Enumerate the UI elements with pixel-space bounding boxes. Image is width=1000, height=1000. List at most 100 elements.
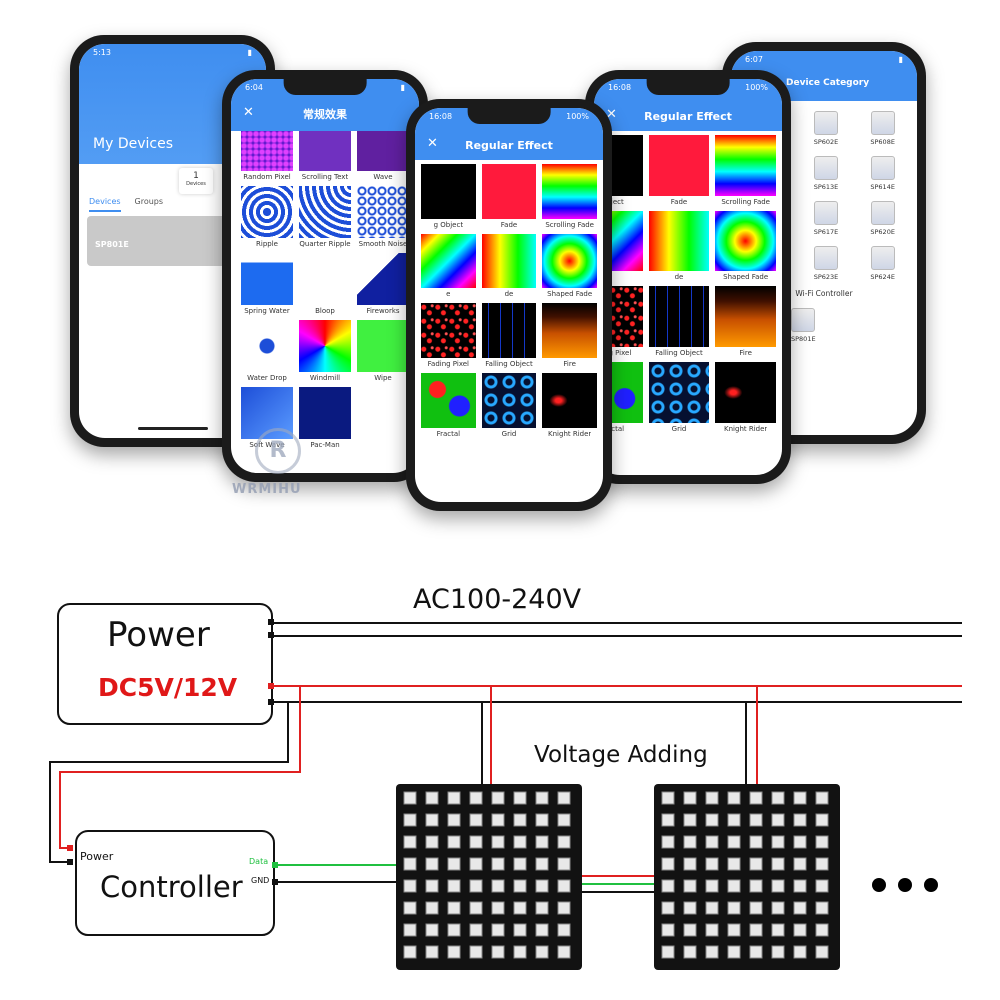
led-pixel [535,791,549,805]
effect-item[interactable]: Fade [481,164,537,232]
effect-item[interactable]: Quarter Ripple [299,186,351,251]
effect-item[interactable]: de [481,233,537,302]
effect-item[interactable]: g Object [421,164,476,232]
led-pixel [771,923,785,937]
effect-item[interactable]: Smooth Noise [357,186,409,251]
led-pixel [727,923,741,937]
led-pixel [513,857,527,871]
device-model-label: SP620E [870,228,895,236]
power-supply-label: Power [107,615,210,655]
section-wifi-controller: Wi-Fi Controller [795,289,853,298]
effect-item[interactable]: Ripple [241,186,293,251]
effect-item[interactable]: Fire [542,303,597,371]
led-pixel [447,945,461,959]
led-pixel [513,879,527,893]
led-pixel [403,945,417,959]
led-pixel [491,879,505,893]
led-pixel [771,901,785,915]
effect-item[interactable]: de [648,210,710,285]
effect-label: Falling Object [485,360,533,369]
effect-label: Fireworks [366,307,400,315]
tab-devices[interactable]: Devices [89,197,121,212]
device-model-label: SP614E [870,183,895,191]
led-pixel [447,791,461,805]
effect-item[interactable]: Spring Water [241,253,293,318]
led-pixel [749,813,763,827]
effect-label: Wave [373,173,393,181]
device-model-label: SP602E [813,138,839,146]
led-pixel [403,857,417,871]
effect-item[interactable]: Fireworks [357,253,409,318]
effect-item[interactable]: Water Drop [241,320,293,385]
led-pixel [749,923,763,937]
led-pixel [727,835,741,849]
device-model-label: SP613E [813,183,839,191]
effect-item[interactable]: Bloop [299,253,351,318]
led-pixel [661,901,675,915]
led-pixel [491,901,505,915]
close-icon[interactable]: ✕ [606,107,617,122]
effect-preview [357,387,409,439]
effect-item[interactable]: Pac-Man [299,387,351,452]
led-pixel [535,945,549,959]
continuation-dot [872,878,886,892]
effect-item[interactable]: Fading Pixel [421,303,476,371]
device-type-item[interactable]: SP620E [854,201,911,236]
effect-item[interactable]: Knight Rider [715,362,776,436]
close-icon[interactable]: ✕ [243,105,254,120]
effect-preview [421,164,476,219]
effect-item[interactable]: Falling Object [481,303,537,371]
device-type-item[interactable]: SP613E [798,156,855,191]
led-pixel [815,791,829,805]
effect-item[interactable]: Fractal [421,373,476,441]
effect-item[interactable]: Windmill [299,320,351,385]
close-icon[interactable]: ✕ [427,136,438,151]
controller-label: Controller [100,870,243,904]
wiring-diagram [49,603,962,970]
led-pixel [491,923,505,937]
controller-ground-feed [49,702,289,863]
led-pixel [491,857,505,871]
device-type-item[interactable]: SP624E [854,246,911,281]
led-pixel [535,813,549,827]
status-battery: 100% [566,112,589,121]
effect-preview [481,164,537,219]
effect-item[interactable]: Grid [481,373,537,441]
remote-control-icon [870,246,895,270]
led-pixel [727,857,741,871]
effect-preview [299,253,351,305]
effect-item[interactable]: Knight Rider [542,373,597,441]
effect-item[interactable]: Shaped Fade [715,210,776,285]
led-pixel [661,923,675,937]
effect-item[interactable]: Falling Object [648,286,710,360]
led-pixel [749,857,763,871]
led-pixel [771,813,785,827]
device-type-item[interactable]: SP602E [798,111,855,146]
tab-groups[interactable]: Groups [134,197,164,206]
effect-item[interactable]: Fade [648,135,710,209]
effect-label: Knight Rider [548,429,592,438]
effect-item[interactable]: e [421,233,476,302]
effect-preview [542,373,597,428]
voltage-adding-label: Voltage Adding [534,742,708,768]
led-pixel [815,901,829,915]
device-type-item[interactable]: SP617E [798,201,855,236]
device-type-item[interactable]: SP801E [791,308,816,343]
effect-item[interactable]: Wipe [357,320,409,385]
effect-item[interactable]: Scrolling Fade [715,135,776,209]
led-pixel [749,879,763,893]
led-pixel [425,879,439,893]
effect-item[interactable]: Shaped Fade [542,233,597,302]
led-pixel [447,857,461,871]
effect-item[interactable]: Scrolling Fade [542,164,597,232]
device-type-item[interactable]: SP623E [798,246,855,281]
led-pixel [469,923,483,937]
effect-item[interactable]: Grid [648,362,710,436]
device-type-item[interactable]: SP608E [854,111,911,146]
effect-item[interactable] [357,387,409,452]
device-type-item[interactable]: SP614E [854,156,911,191]
continuation-dot [924,878,938,892]
effect-item[interactable]: Fire [715,286,776,360]
